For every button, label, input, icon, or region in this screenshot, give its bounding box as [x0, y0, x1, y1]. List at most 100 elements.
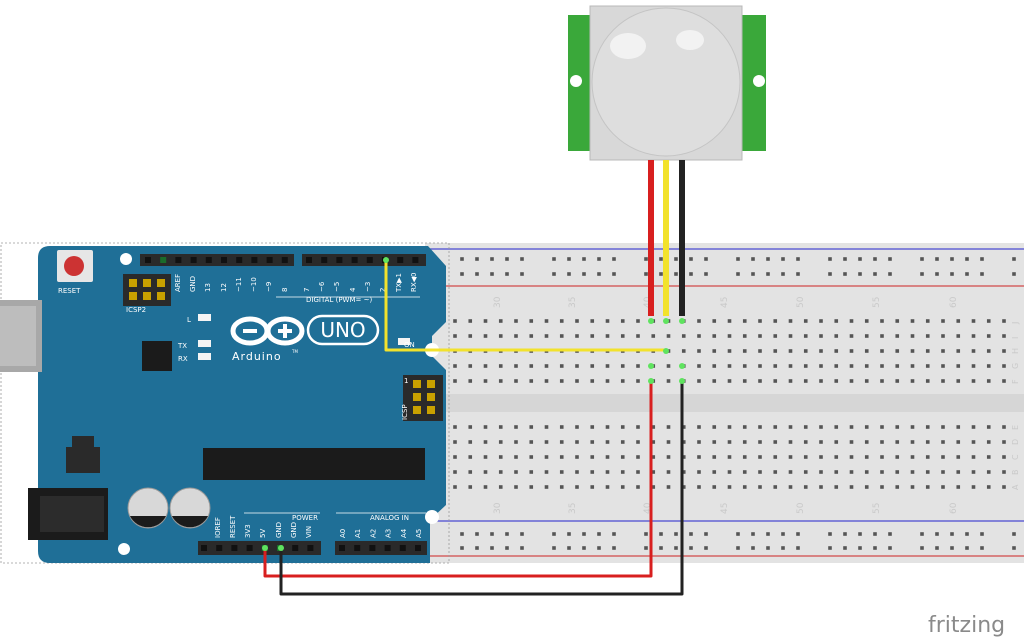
breadboard-hole[interactable] [636, 334, 640, 338]
rail-hole[interactable] [796, 532, 800, 536]
header-pin[interactable] [339, 545, 345, 551]
power-5v-wire[interactable] [263, 381, 653, 578]
breadboard-hole[interactable] [681, 349, 686, 353]
breadboard-hole[interactable] [880, 425, 884, 429]
rail-hole[interactable] [567, 532, 571, 536]
breadboard-hole[interactable] [590, 470, 595, 474]
breadboard-hole[interactable] [605, 425, 610, 429]
breadboard-hole[interactable] [819, 425, 823, 429]
rail-hole[interactable] [873, 532, 877, 536]
breadboard-hole[interactable] [514, 455, 518, 459]
breadboard-hole[interactable] [864, 470, 869, 474]
breadboard-hole[interactable] [834, 364, 839, 368]
breadboard-hole[interactable] [910, 379, 915, 383]
breadboard-hole[interactable] [575, 379, 579, 383]
breadboard-hole[interactable] [727, 364, 732, 368]
breadboard-hole[interactable] [483, 485, 488, 489]
rail-hole[interactable] [843, 532, 847, 536]
breadboard-hole[interactable] [697, 425, 701, 429]
breadboard-hole[interactable] [864, 349, 869, 353]
rail-hole[interactable] [736, 257, 740, 261]
breadboard-hole[interactable] [803, 425, 808, 429]
breadboard-hole[interactable] [819, 364, 823, 368]
breadboard-hole[interactable] [956, 425, 961, 429]
breadboard-hole[interactable] [498, 485, 503, 489]
rail-hole[interactable] [644, 546, 648, 550]
rail-hole[interactable] [1012, 546, 1016, 550]
breadboard-hole[interactable] [666, 425, 671, 429]
breadboard-hole[interactable] [773, 425, 778, 429]
breadboard-hole[interactable] [636, 379, 640, 383]
breadboard-hole[interactable] [758, 319, 762, 323]
breadboard-hole[interactable] [681, 455, 686, 459]
icsp-pin[interactable] [413, 406, 421, 414]
breadboard-hole[interactable] [727, 319, 732, 323]
breadboard-hole[interactable] [864, 319, 869, 323]
breadboard-hole[interactable] [498, 470, 503, 474]
rail-hole[interactable] [644, 272, 648, 276]
breadboard-hole[interactable] [849, 349, 854, 353]
rail-hole[interactable] [582, 532, 586, 536]
breadboard-hole[interactable] [758, 455, 762, 459]
breadboard-hole[interactable] [498, 455, 503, 459]
rail-hole[interactable] [873, 272, 877, 276]
breadboard-hole[interactable] [620, 470, 625, 474]
breadboard-hole[interactable] [529, 364, 534, 368]
rail-hole[interactable] [505, 546, 509, 550]
breadboard-hole[interactable] [605, 440, 610, 444]
rail-hole[interactable] [552, 257, 556, 261]
rail-hole[interactable] [567, 546, 571, 550]
rail-hole[interactable] [950, 257, 954, 261]
rail-hole[interactable] [1012, 272, 1016, 276]
breadboard-hole[interactable] [468, 364, 473, 368]
header-pin[interactable] [397, 257, 404, 263]
breadboard-hole[interactable] [514, 470, 518, 474]
breadboard-hole[interactable] [559, 485, 564, 489]
breadboard-hole[interactable] [529, 379, 534, 383]
rail-hole[interactable] [659, 546, 663, 550]
breadboard-hole[interactable] [1002, 334, 1006, 338]
breadboard-hole[interactable] [727, 440, 732, 444]
breadboard-hole[interactable] [925, 364, 930, 368]
breadboard-hole[interactable] [727, 470, 732, 474]
rail-hole[interactable] [766, 272, 770, 276]
rail-hole[interactable] [843, 546, 847, 550]
breadboard-hole[interactable] [910, 455, 915, 459]
breadboard-hole[interactable] [483, 319, 488, 323]
rail-hole[interactable] [704, 272, 708, 276]
rail-hole[interactable] [965, 532, 969, 536]
header-pin[interactable] [231, 545, 238, 551]
rail-hole[interactable] [935, 532, 939, 536]
breadboard-hole[interactable] [773, 319, 778, 323]
reset-button-cap[interactable] [64, 256, 84, 276]
breadboard-hole[interactable] [910, 349, 915, 353]
breadboard-hole[interactable] [803, 319, 808, 323]
breadboard-hole[interactable] [971, 440, 976, 444]
breadboard-hole[interactable] [758, 379, 762, 383]
rail-hole[interactable] [858, 257, 862, 261]
breadboard-hole[interactable] [834, 349, 839, 353]
breadboard-hole[interactable] [453, 455, 457, 459]
breadboard-hole[interactable] [590, 319, 595, 323]
breadboard-hole[interactable] [697, 470, 701, 474]
breadboard-hole[interactable] [575, 485, 579, 489]
breadboard-hole[interactable] [727, 485, 732, 489]
breadboard-hole[interactable] [864, 455, 869, 459]
breadboard-hole[interactable] [620, 334, 625, 338]
breadboard-hole[interactable] [819, 470, 823, 474]
rail-hole[interactable] [751, 546, 755, 550]
breadboard-hole[interactable] [834, 470, 839, 474]
breadboard-hole[interactable] [483, 379, 488, 383]
breadboard-hole[interactable] [483, 364, 488, 368]
breadboard-hole[interactable] [498, 364, 503, 368]
icsp-pin[interactable] [427, 393, 435, 401]
breadboard-hole[interactable] [849, 485, 854, 489]
rail-hole[interactable] [674, 546, 678, 550]
rail-hole[interactable] [751, 257, 755, 261]
rail-hole[interactable] [888, 532, 892, 536]
breadboard-hole[interactable] [712, 319, 717, 323]
breadboard-hole[interactable] [864, 334, 869, 338]
breadboard-hole[interactable] [925, 485, 930, 489]
icsp-pin[interactable] [413, 380, 421, 388]
rail-hole[interactable] [766, 532, 770, 536]
